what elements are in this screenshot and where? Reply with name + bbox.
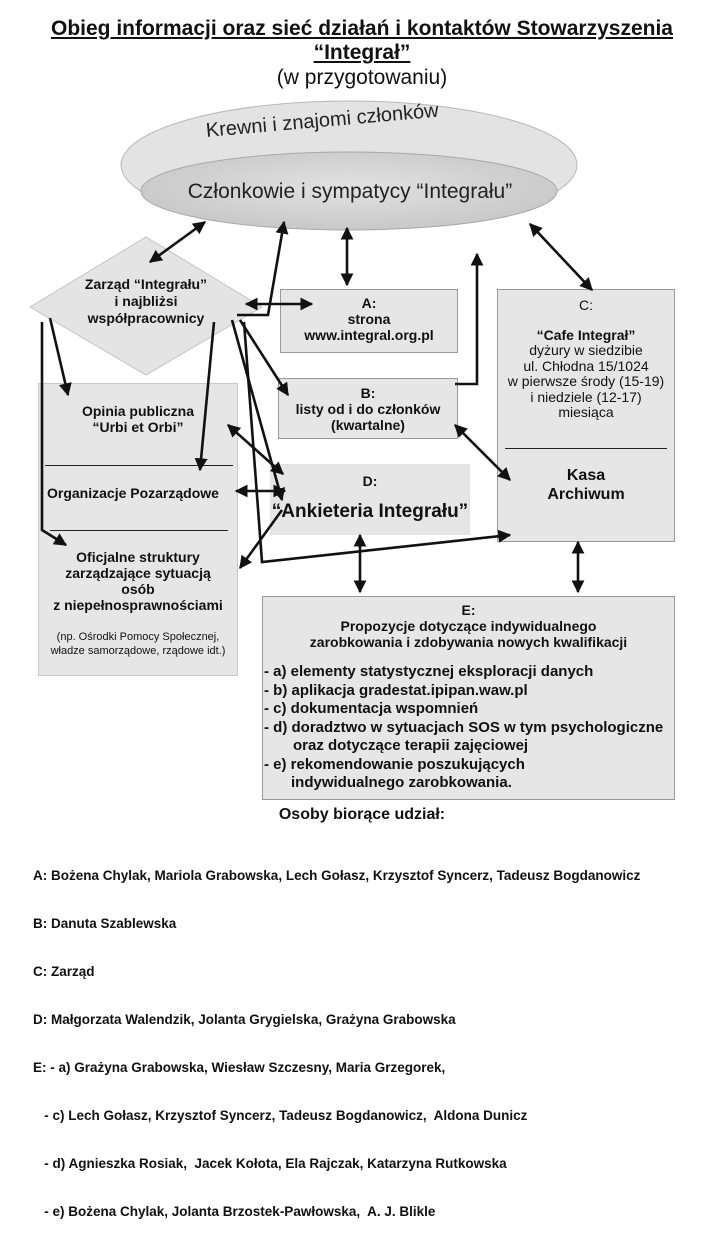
box-e-item: - c) dokumentacja wspomnień <box>264 700 479 717</box>
box-e-list: - a) elementy statystycznej eksploracji … <box>264 663 674 793</box>
participant-line: B: Danuta Szablewska <box>33 916 177 931</box>
arrow-zarzad-oficjalne <box>40 322 68 547</box>
zarzad-line: współpracownicy <box>87 310 205 326</box>
box-e-item: - a) elementy statystycznej eksploracji … <box>264 663 594 680</box>
page-title-line2: “Integrał” <box>313 41 411 64</box>
arrow-b-c <box>454 424 511 481</box>
zarzad-text: Zarząd “Integrału” i najbliżsi współprac… <box>70 276 222 327</box>
opinia-line: “Urbi et Orbi” <box>92 419 184 435</box>
box-e-heading-line: zarobkowania i zdobywania nowych kwalifi… <box>309 634 628 650</box>
participant-line: - e) Bożena Chylak, Jolanta Brzostek-Paw… <box>33 1204 436 1219</box>
box-e-item: oraz dotyczące terapii zajęciowej <box>293 737 529 754</box>
box-a-line: strona <box>347 311 391 327</box>
box-c-title: “Cafe Integrał” <box>536 326 636 343</box>
arrow-zarzad-members <box>148 220 207 264</box>
participant-line: E: - a) Grażyna Grabowska, Wiesław Szcze… <box>33 1060 446 1075</box>
arrow-zarzad-up <box>237 220 289 317</box>
participant-line: A: Bożena Chylak, Mariola Grabowska, Lec… <box>33 868 641 883</box>
box-e-proposals <box>262 596 675 800</box>
box-e-heading: E: Propozycje dotyczące indywidualnego z… <box>262 602 675 650</box>
kasa-label: Kasa <box>566 467 606 484</box>
oficjalne-note: (np. Ośrodki Pomocy Społecznej, władze s… <box>38 630 238 658</box>
oficjalne-line: osób <box>121 581 155 597</box>
zarzad-line: i najbliżsi <box>114 293 178 309</box>
oficjalne-line: z niepełnosprawnościami <box>53 597 223 613</box>
zarzad-line: Zarząd “Integrału” <box>84 276 208 292</box>
participant-line: C: Zarząd <box>33 964 95 979</box>
members-label: Członkowie i sympatycy “Integrału” <box>187 180 513 203</box>
box-c-kasa-archiwum: Kasa Archiwum <box>497 466 675 504</box>
zarzad-diamond <box>29 236 263 376</box>
left-divider-2 <box>50 530 228 531</box>
page-title-line1: Obieg informacji oraz sieć działań i kon… <box>50 17 673 40</box>
opinia-line: Opinia publiczna <box>81 403 194 419</box>
oficjalne-text: Oficjalne struktury zarządzające sytuacj… <box>38 549 238 613</box>
box-c-line: i niedziele (12-17) <box>530 388 642 405</box>
box-c-letter: C: <box>579 297 593 313</box>
arrow-zarzad-organizacje <box>194 321 216 472</box>
box-c-divider <box>505 448 667 449</box>
participants-list: A: Bożena Chylak, Mariola Grabowska, Lec… <box>33 836 713 1236</box>
box-b-letter: B: <box>360 385 376 401</box>
box-e-item: - b) aplikacja gradestat.ipipan.waw.pl <box>264 681 528 699</box>
box-e-letter: E: <box>461 602 476 618</box>
box-a-line: www.integral.org.pl <box>304 327 434 343</box>
note-line: władze samorządowe, rządowe idt.) <box>50 645 226 657</box>
box-b-line: listy od i do członków <box>295 401 441 417</box>
page-subtitle: (w przygotowaniu) <box>276 66 448 89</box>
participant-line: D: Małgorzata Walendzik, Jolanta Grygiel… <box>33 1012 456 1027</box>
box-d-title: “Ankieteria Integrału” <box>271 501 469 522</box>
participant-line: - d) Agnieszka Rosiak, Jacek Kołota, Ela… <box>33 1156 507 1171</box>
archiwum-label: Archiwum <box>547 486 625 503</box>
arrow-b-up <box>455 252 484 386</box>
arrow-zarzad-b <box>238 319 290 397</box>
arrow-members-c <box>529 223 593 291</box>
box-c-line: ul. Chłodna 15/1024 <box>523 357 649 374</box>
box-d-letter: D: <box>362 473 378 489</box>
oficjalne-line: Oficjalne struktury <box>76 549 200 565</box>
organizacje-label: Organizacje Pozarządowe <box>47 485 219 501</box>
box-c-line: dyżury w siedzibie <box>529 342 643 358</box>
arrow-opinia-d <box>227 424 284 475</box>
box-c-line: miesiąca <box>558 404 614 420</box>
oficjalne-line: zarządzające sytuacją <box>65 565 211 581</box>
arrow-zarzad-opinia <box>48 317 72 397</box>
box-b-line: (kwartalne) <box>331 417 405 433</box>
diagram-shapes <box>29 100 578 376</box>
box-e-item: - d) doradztwo w sytuacjach SOS w tym ps… <box>264 718 664 736</box>
box-c-cafe: C: “Cafe Integrał” dyżury w siedzibie ul… <box>497 289 675 542</box>
left-divider-1 <box>45 465 233 466</box>
box-c-line: w pierwsze środy (15-19) <box>507 373 665 389</box>
box-e-item: indywidualnego zarobkowania. <box>291 774 512 791</box>
box-e-heading-line: Propozycje dotyczące indywidualnego <box>340 618 597 634</box>
box-b-letters: B: listy od i do członków (kwartalne) <box>278 378 458 439</box>
arrow-zarzad-c <box>242 321 512 564</box>
box-a-letter: A: <box>361 295 377 311</box>
box-e-item: - e) rekomendowanie poszukujących <box>264 755 525 773</box>
opinia-text: Opinia publiczna “Urbi et Orbi” <box>38 403 238 435</box>
connection-arrows <box>40 220 593 594</box>
box-a-website: A: strona www.integral.org.pl <box>280 289 458 353</box>
note-line: (np. Ośrodki Pomocy Społecznej, <box>56 631 220 643</box>
participant-line: - c) Lech Gołasz, Krzysztof Syncerz, Tad… <box>33 1108 528 1123</box>
participants-heading: Osoby biorące udział: <box>278 806 446 823</box>
box-d-ankieteria: D: “Ankieteria Integrału” <box>270 464 470 535</box>
